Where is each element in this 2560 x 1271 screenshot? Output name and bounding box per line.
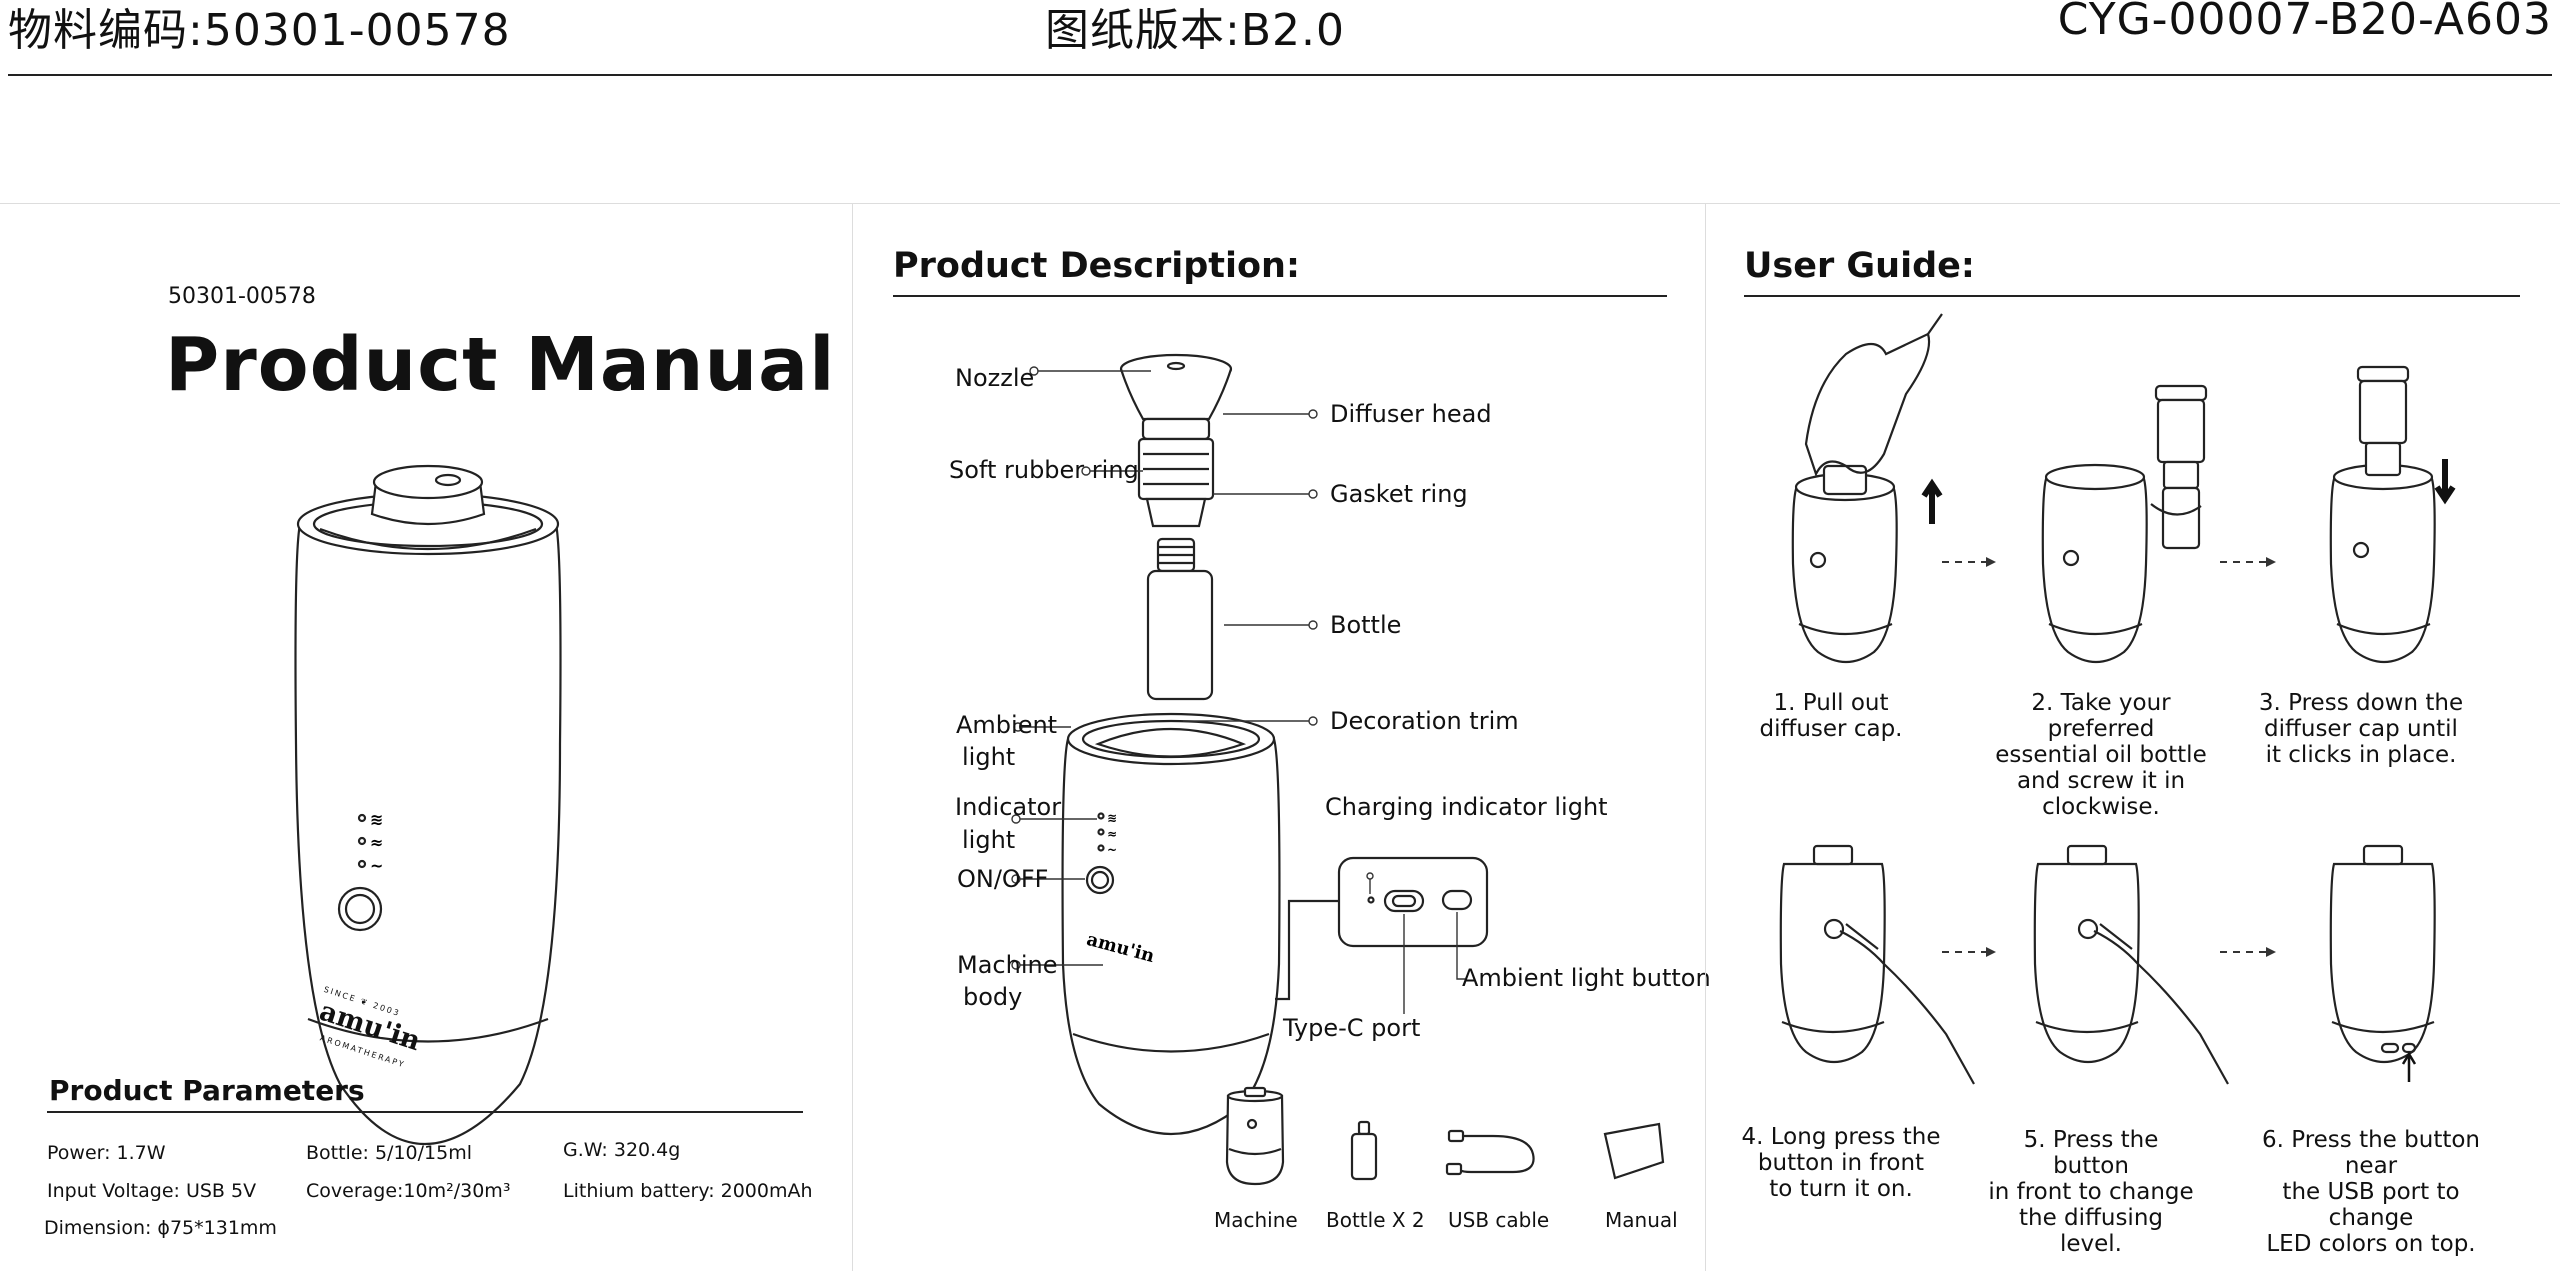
drawing-version: 图纸版本:B2.0 <box>1045 5 1345 56</box>
param-gross-weight: G.W: 320.4g <box>563 1139 681 1161</box>
param-bottle: Bottle: 5/10/15ml <box>306 1142 472 1164</box>
box-manual-label: Manual <box>1605 1208 1678 1232</box>
svg-text:~: ~ <box>370 856 383 875</box>
box-usb-cable-illustration <box>1445 1129 1535 1176</box>
label-nozzle: Nozzle <box>955 364 1035 392</box>
label-type-c-port: Type-C port <box>1283 1014 1421 1042</box>
label-charging-indicator-light: Charging indicator light <box>1325 793 1608 821</box>
part-number: 50301-00578 <box>168 284 316 309</box>
step-6-caption: 6. Press the button near the USB port to… <box>2261 1127 2481 1257</box>
user-guide-panel: User Guide: <box>1705 203 2560 1271</box>
label-diffuser-head: Diffuser head <box>1330 400 1492 428</box>
description-rule <box>893 295 1667 297</box>
box-bottle-label: Bottle X 2 <box>1326 1208 1425 1232</box>
exploded-diagram: ≋ ≈ ~ amu'in <box>1011 353 1665 1186</box>
parameters-title: Product Parameters <box>49 1074 365 1107</box>
step-4-caption: 4. Long press the button in front to tur… <box>1741 1124 1941 1202</box>
user-guide-illustrations <box>1779 313 2456 1085</box>
document-code: CYG-00007-B20-A603 <box>2057 0 2552 45</box>
box-usb-cable-label: USB cable <box>1448 1208 1550 1232</box>
label-machine-body-2: body <box>963 983 1023 1011</box>
manual-title: Product Manual <box>165 322 836 408</box>
step-3-illustration <box>2329 365 2456 663</box>
label-ambient-light-button: Ambient light button <box>1462 964 1711 992</box>
step-1-caption: 1. Pull out diffuser cap. <box>1759 690 1903 742</box>
label-soft-rubber-ring: Soft rubber ring <box>949 456 1139 484</box>
param-input-voltage: Input Voltage: USB 5V <box>47 1180 257 1202</box>
guide-title: User Guide: <box>1744 246 1975 286</box>
step-6-illustration <box>2329 844 2436 1082</box>
label-bottle: Bottle <box>1330 611 1402 639</box>
parameters-rule <box>47 1111 803 1113</box>
step-1-illustration <box>1791 313 1996 663</box>
box-machine-label: Machine <box>1214 1208 1298 1232</box>
step-3-caption: 3. Press down the diffuser cap until it … <box>2258 690 2464 768</box>
box-machine-illustration <box>1225 1086 1285 1186</box>
step-5-caption: 5. Press the button in front to change t… <box>1988 1127 2194 1257</box>
param-power: Power: 1.7W <box>47 1142 166 1164</box>
svg-text:≈: ≈ <box>370 833 383 852</box>
cover-panel: 50301-00578 Product Manual ≋ ≈ ~ SINCE ❦… <box>0 203 852 1271</box>
description-panel: Product Description: ≋ ≈ ~ amu'in <box>852 203 1711 1271</box>
param-coverage: Coverage:10m²/30m³ <box>306 1180 511 1202</box>
step-5-illustration <box>2033 844 2276 1085</box>
label-ambient-light-2: light <box>962 743 1016 771</box>
header-divider <box>8 74 2552 76</box>
box-manual-illustration <box>1603 1122 1665 1180</box>
svg-text:~: ~ <box>1107 843 1117 857</box>
description-title: Product Description: <box>893 246 1300 286</box>
svg-text:≋: ≋ <box>370 810 383 829</box>
label-decoration-trim: Decoration trim <box>1330 707 1519 735</box>
label-ambient-light-1: Ambient <box>956 711 1058 739</box>
step-4-illustration <box>1779 844 1996 1085</box>
diffuser-product-illustration: ≋ ≈ ~ <box>294 464 562 1145</box>
label-machine-body-1: Machine <box>957 951 1058 979</box>
svg-text:≈: ≈ <box>1107 827 1117 841</box>
param-dimension: Dimension: ϕ75*131mm <box>44 1217 277 1239</box>
box-bottle-illustration <box>1350 1120 1378 1181</box>
label-indicator-light-2: light <box>962 826 1016 854</box>
label-indicator-light-1: Indicator <box>955 793 1062 821</box>
material-code: 物料编码:50301-00578 <box>8 5 511 56</box>
param-battery: Lithium battery: 2000mAh <box>563 1180 813 1202</box>
label-gasket-ring: Gasket ring <box>1330 480 1468 508</box>
label-on-off: ON/OFF <box>957 865 1049 893</box>
guide-rule <box>1744 295 2520 297</box>
step-2-caption: 2. Take your preferred essential oil bot… <box>1995 690 2207 820</box>
svg-text:≋: ≋ <box>1107 811 1117 825</box>
step-2-illustration <box>2041 384 2276 663</box>
